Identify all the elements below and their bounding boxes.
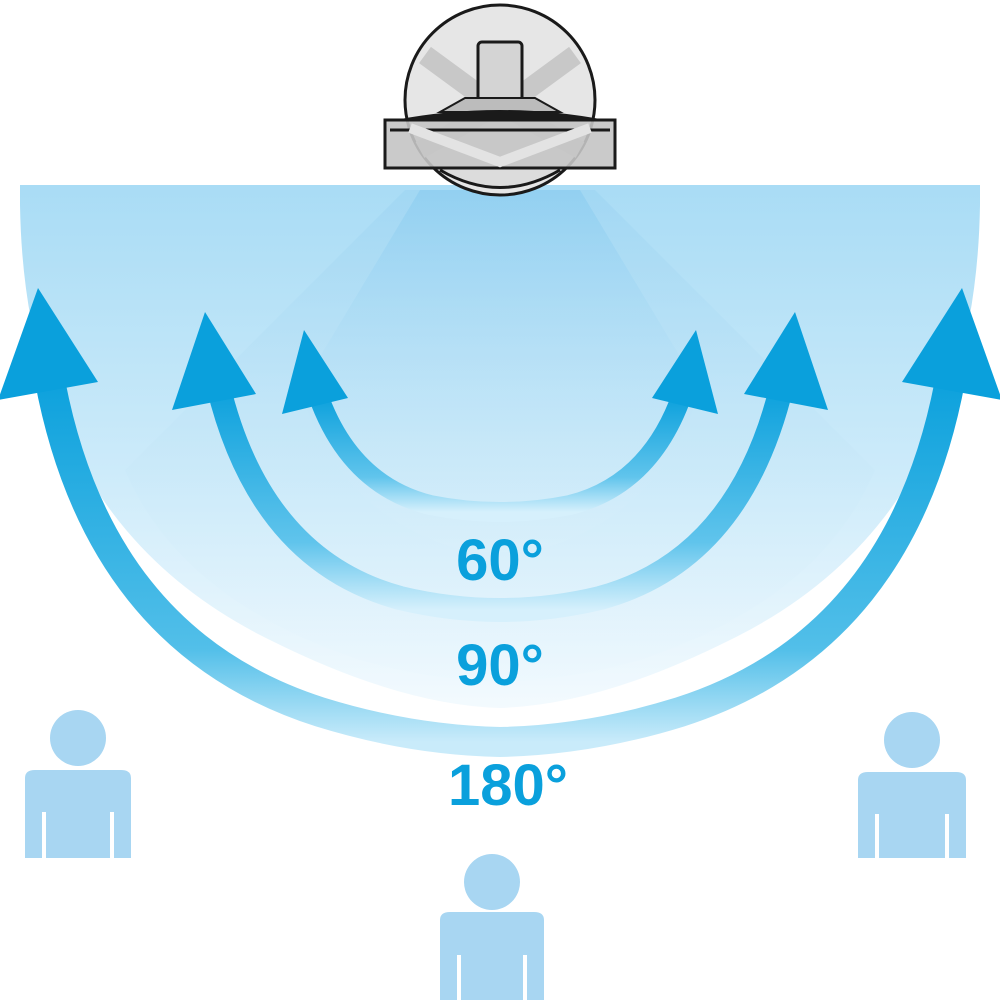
arrowhead-right-60 [652,330,718,414]
label-90: 90° [456,633,544,698]
airflow-field-60 [300,190,700,552]
arrowhead-right-180 [902,288,1000,400]
person-icon [440,854,544,1000]
label-60: 60° [456,528,544,593]
arrowhead-right-90 [744,312,828,410]
oscillating-fan-icon [383,3,617,197]
label-180: 180° [448,753,568,818]
arrow-180 [0,288,1000,758]
arrow-90 [172,312,828,623]
arrowhead-left-90 [172,312,256,410]
person-icon [25,710,131,858]
arrowhead-left-60 [282,330,348,414]
arrow-60 [282,330,718,523]
arrowhead-left-180 [0,288,98,400]
person-icon [858,712,966,858]
